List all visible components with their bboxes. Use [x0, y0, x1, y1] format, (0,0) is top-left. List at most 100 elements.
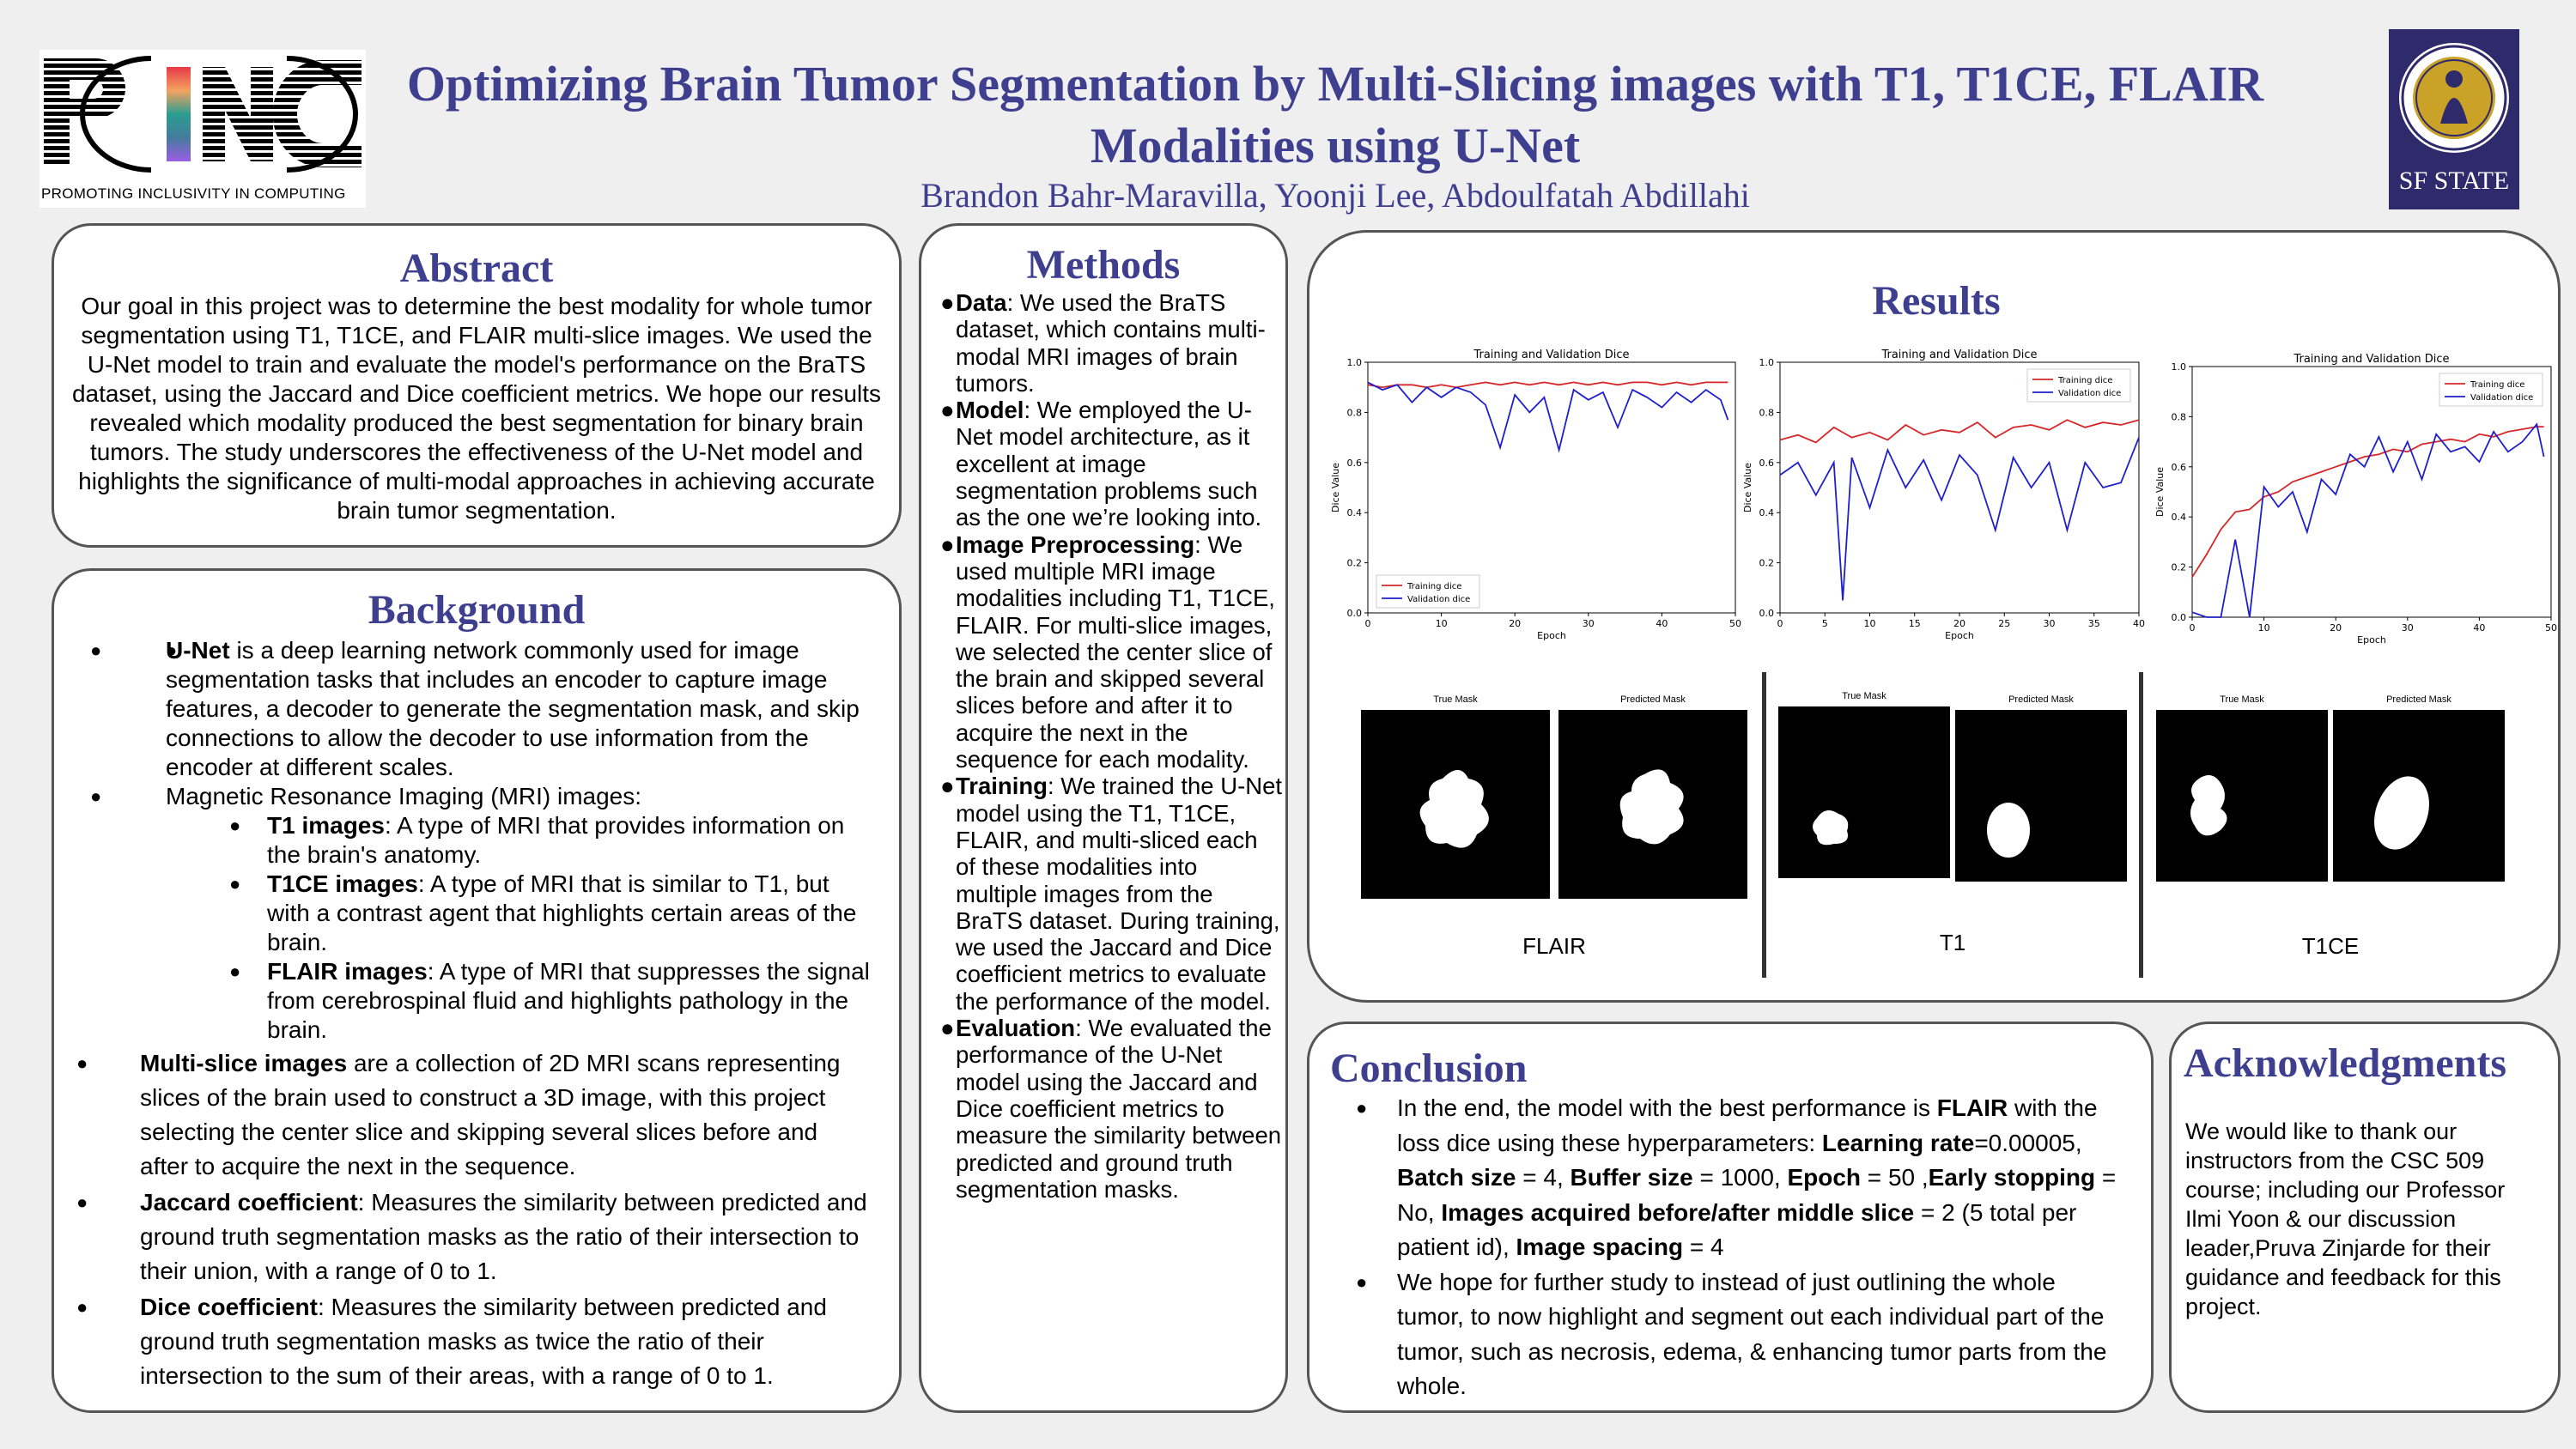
tumor-shape-icon — [2190, 775, 2227, 836]
x-tick-label: 10 — [2258, 622, 2270, 634]
x-tick-label: 40 — [1656, 618, 1668, 629]
method-data: ●Data: We used the BraTS dataset, which … — [940, 289, 1266, 397]
y-axis-label: Dice Value — [1330, 463, 1341, 512]
x-tick-label: 30 — [2044, 618, 2056, 629]
poster-title: Optimizing Brain Tumor Segmentation by M… — [378, 53, 2293, 177]
y-tick-label: 0.0 — [2172, 612, 2187, 623]
x-tick-label: 20 — [2330, 622, 2342, 634]
chart-title: Training and Validation Dice — [2293, 353, 2449, 366]
x-tick-label: 20 — [1509, 618, 1521, 629]
pinc-logo: PROMOTING INCLUSIVITY IN COMPUTING — [39, 50, 366, 208]
pred-mask-t1ce — [2333, 710, 2505, 882]
bg-item-t1ce: ● T1CE images: A type of MRI that is sim… — [229, 870, 857, 955]
title-line-2: Modalities using U-Net — [1090, 118, 1581, 173]
pinc-tagline: PROMOTING INCLUSIVITY IN COMPUTING — [41, 185, 346, 202]
conclusion-title: Conclusion — [1330, 1046, 1528, 1091]
y-axis-label: Dice Value — [1742, 463, 1753, 512]
y-tick-label: 0.6 — [1759, 458, 1775, 469]
y-tick-label: 0.2 — [2172, 562, 2187, 573]
y-tick-label: 0.6 — [1347, 458, 1363, 469]
tumor-shape-icon — [2374, 776, 2429, 850]
background-title: Background — [368, 587, 586, 633]
tumor-shape-icon — [1987, 803, 2030, 858]
x-tick-label: 50 — [1729, 618, 1741, 629]
tumor-shape-icon — [1419, 770, 1489, 848]
title-line-1: Optimizing Brain Tumor Segmentation by M… — [406, 56, 2264, 112]
x-axis-label: Epoch — [2357, 634, 2386, 646]
y-tick-label: 0.8 — [2172, 411, 2187, 422]
series-line-validation-dice — [1779, 437, 2140, 601]
y-tick-label: 1.0 — [1759, 357, 1775, 368]
series-line-training-dice — [1367, 381, 1728, 389]
caption-flair: FLAIR — [1522, 933, 1586, 959]
pinc-logo-mark — [44, 56, 361, 173]
y-tick-label: 0.2 — [1759, 558, 1775, 569]
x-tick-label: 0 — [1777, 618, 1783, 629]
y-tick-label: 1.0 — [2172, 361, 2187, 373]
sf-state-label: SF STATE — [2398, 167, 2510, 195]
tumor-shape-icon — [1619, 769, 1684, 845]
background-panel: Background ● U-Net is a deep learning ne… — [52, 568, 902, 1413]
x-axis-label: Epoch — [1945, 630, 1974, 641]
abstract-panel: Abstract Our goal in this project was to… — [52, 223, 902, 548]
caption-t1ce: T1CE — [2301, 933, 2360, 959]
x-tick-label: 40 — [2133, 618, 2145, 629]
pred-mask-flair — [1558, 710, 1747, 899]
divider-1 — [1762, 672, 1766, 978]
true-mask-t1 — [1778, 706, 1950, 878]
conclusion-point-2: ● We hope for further study to instead o… — [1356, 1268, 2107, 1400]
abstract-title: Abstract — [399, 246, 554, 291]
legend-label: Training dice — [1406, 582, 1461, 591]
bg-item-dice: ● Dice coefficient: Measures the similar… — [76, 1294, 827, 1389]
mask-label-true-flair: True Mask — [1433, 694, 1478, 705]
x-tick-label: 10 — [1864, 618, 1876, 629]
x-tick-label: 25 — [1998, 618, 2010, 629]
x-tick-label: 35 — [2088, 618, 2100, 629]
methods-panel: Methods ●Data: We used the BraTS dataset… — [919, 223, 1288, 1413]
conclusion-panel: Conclusion ● In the end, the model with … — [1307, 1022, 2154, 1413]
mask-label-pred-t1ce: Predicted Mask — [2386, 694, 2451, 705]
x-tick-label: 20 — [1953, 618, 1965, 629]
method-preprocessing: ●Image Preprocessing: We used multiple M… — [940, 530, 1275, 773]
y-tick-label: 0.6 — [2172, 462, 2187, 473]
series-line-validation-dice — [2191, 422, 2545, 618]
x-tick-label: 50 — [2545, 622, 2557, 634]
mask-label-true-t1: True Mask — [1842, 691, 1886, 701]
plot-frame — [1367, 361, 1736, 614]
x-axis-label: Epoch — [1537, 630, 1566, 641]
abstract-text: Our goal in this project was to determin… — [71, 293, 882, 524]
legend-box — [2439, 373, 2543, 407]
x-tick-label: 0 — [1365, 618, 1371, 629]
y-tick-label: 0.2 — [1347, 558, 1363, 569]
bg-item-t1: ● T1 images: A type of MRI that provides… — [229, 812, 845, 868]
y-tick-label: 0.8 — [1347, 407, 1363, 418]
legend-label: Training dice — [2470, 380, 2524, 390]
series-line-validation-dice — [1367, 381, 1729, 453]
x-tick-label: 30 — [2402, 622, 2414, 634]
authors: Brandon Bahr-Maravilla, Yoonji Lee, Abdo… — [920, 176, 1750, 215]
y-tick-label: 0.4 — [1759, 507, 1775, 518]
true-mask-flair — [1361, 710, 1550, 899]
conclusion-point-1: ● In the end, the model with the best pe… — [1356, 1094, 2117, 1260]
legend-label: Training dice — [2057, 376, 2112, 385]
y-tick-label: 0.4 — [2172, 512, 2187, 523]
caption-t1: T1 — [1939, 930, 1966, 955]
plot-frame — [2191, 366, 2552, 618]
legend-label: Validation dice — [1407, 595, 1470, 604]
y-tick-label: 0.0 — [1759, 608, 1775, 619]
x-tick-label: 30 — [1583, 618, 1595, 629]
acknowledgments-title: Acknowledgments — [2184, 1040, 2507, 1086]
legend-label: Validation dice — [2058, 389, 2121, 398]
y-axis-label: Dice Value — [2154, 467, 2166, 517]
x-tick-label: 15 — [1909, 618, 1921, 629]
sf-state-logo: SF STATE — [2389, 29, 2519, 209]
x-tick-label: 10 — [1436, 618, 1448, 629]
x-tick-label: 0 — [2190, 622, 2196, 634]
legend-label: Validation dice — [2470, 393, 2533, 403]
mask-label-true-t1ce: True Mask — [2220, 694, 2264, 705]
tumor-shape-icon — [1813, 810, 1849, 846]
bg-item-flair: ● FLAIR images: A type of MRI that suppr… — [229, 958, 870, 1043]
